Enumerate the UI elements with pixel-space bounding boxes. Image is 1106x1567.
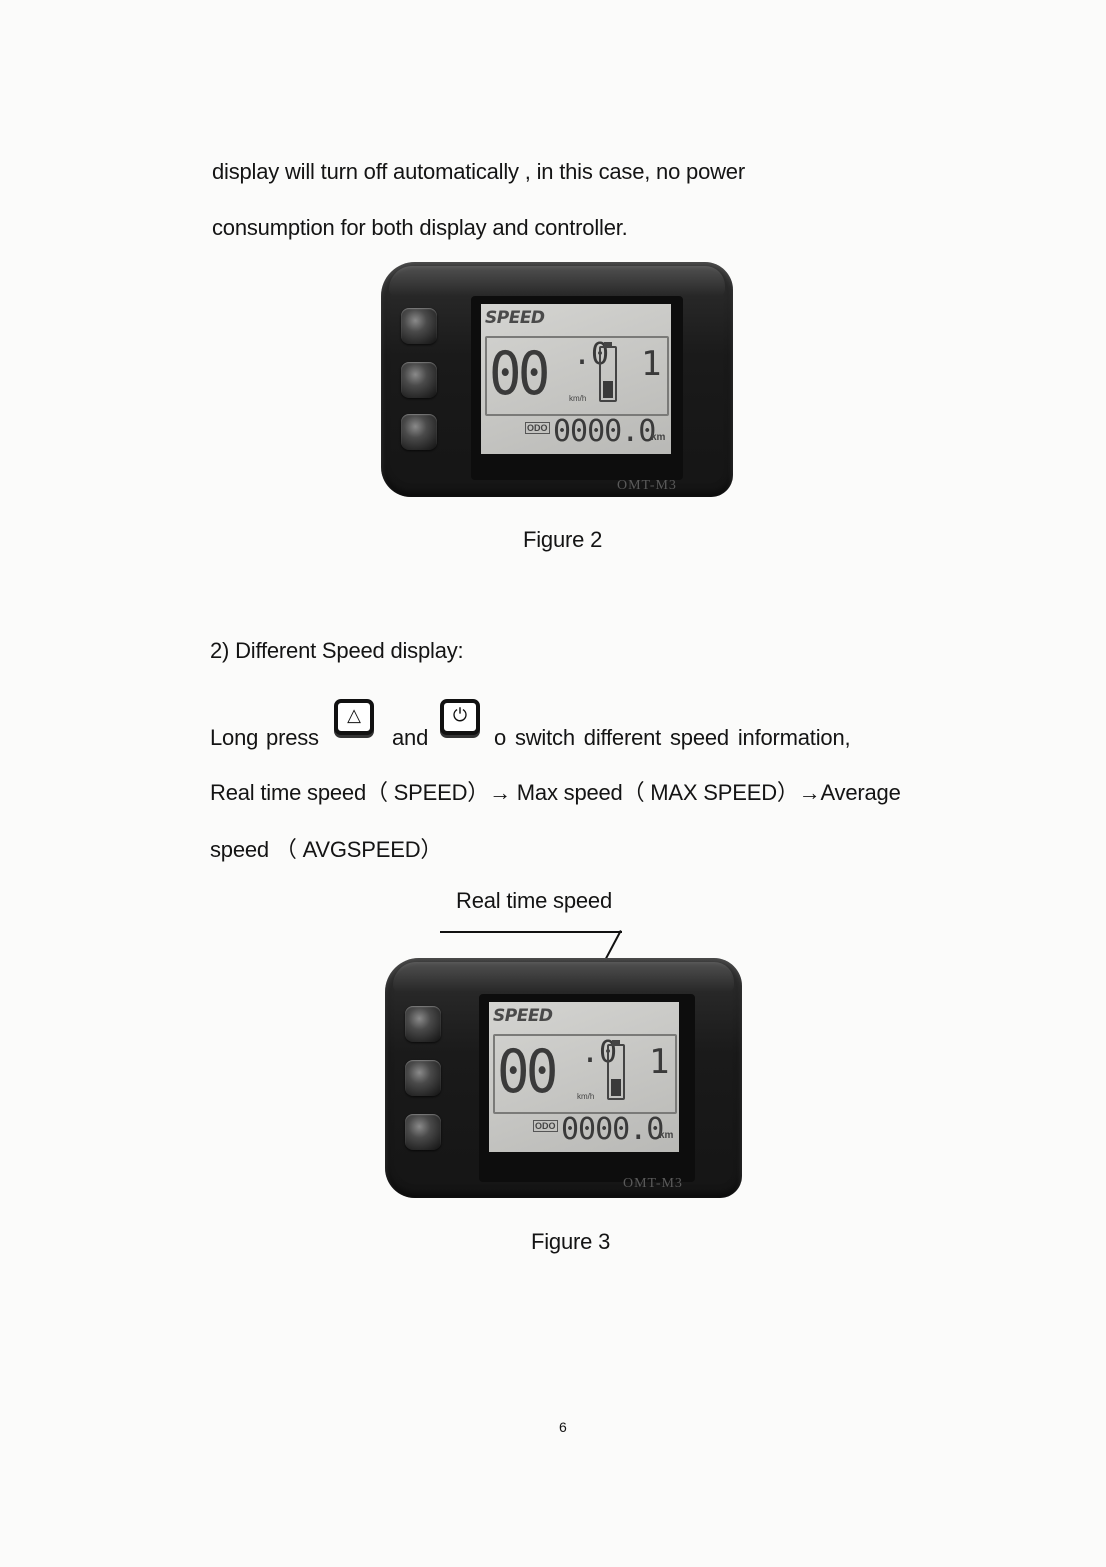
lcd-odo-value: 0000.0 (553, 414, 656, 449)
power-button-icon (405, 1060, 441, 1096)
paragraph-line: and (392, 725, 429, 750)
lcd-speed-decimal: .0 (573, 337, 610, 372)
paragraph-line: speed （ AVGSPEED） (210, 837, 443, 862)
power-key-icon: ⏻ (440, 699, 480, 735)
lcd-assist-level: 1 (641, 344, 662, 384)
lcd-speed-unit: km/h (569, 394, 587, 403)
paragraph-line: Long press (210, 725, 319, 750)
paragraph-line: consumption for both display and control… (212, 215, 628, 240)
lcd-speed-label: SPEED (485, 308, 545, 328)
display-device-figure-3: SPEED 00 .0 km/h 1 ODO 0000.0 km OMT-M3 (385, 958, 742, 1198)
down-button-icon (401, 414, 437, 450)
lcd-speed-value: 00 (489, 339, 550, 409)
page-number: 6 (559, 1419, 567, 1435)
lcd-speed-label: SPEED (493, 1006, 553, 1026)
figure-annotation: Real time speed (456, 888, 612, 913)
lcd-speed-value: 00 (497, 1037, 558, 1107)
lcd-screen: SPEED 00 .0 km/h 1 ODO 0000.0 km (489, 1002, 679, 1152)
section-heading: 2) Different Speed display: (210, 638, 464, 663)
display-device-figure-2: SPEED 00 .0 km/h 1 ODO 0000.0 km OMT-M3 (381, 262, 733, 497)
lcd-screen: SPEED 00 .0 km/h 1 ODO 0000.0 km (481, 304, 671, 454)
lcd-odo-label: ODO (525, 422, 550, 434)
up-button-icon (401, 308, 437, 344)
lcd-odo-label: ODO (533, 1120, 558, 1132)
lcd-speed-decimal: .0 (581, 1035, 618, 1070)
lcd-odo-value: 0000.0 (561, 1112, 664, 1147)
paragraph-line: o switch different speed information, (494, 725, 851, 750)
figure-caption: Figure 3 (531, 1229, 611, 1254)
lcd-odo-unit: km (651, 432, 666, 443)
power-button-icon (401, 362, 437, 398)
paragraph-line: Real time speed（ SPEED）→ Max speed（ MAX … (210, 780, 901, 805)
figure-caption: Figure 2 (523, 527, 603, 552)
up-arrow-key-icon: △ (334, 699, 374, 735)
down-button-icon (405, 1114, 441, 1150)
battery-icon (607, 1040, 625, 1100)
paragraph-line: display will turn off automatically , in… (212, 159, 745, 184)
battery-icon (599, 342, 617, 402)
device-model-label: OMT-M3 (617, 478, 677, 493)
annotation-pointer-line (440, 931, 622, 933)
lcd-speed-unit: km/h (577, 1092, 595, 1101)
lcd-odo-unit: km (659, 1130, 674, 1141)
up-button-icon (405, 1006, 441, 1042)
device-model-label: OMT-M3 (623, 1176, 683, 1191)
lcd-assist-level: 1 (649, 1042, 670, 1082)
